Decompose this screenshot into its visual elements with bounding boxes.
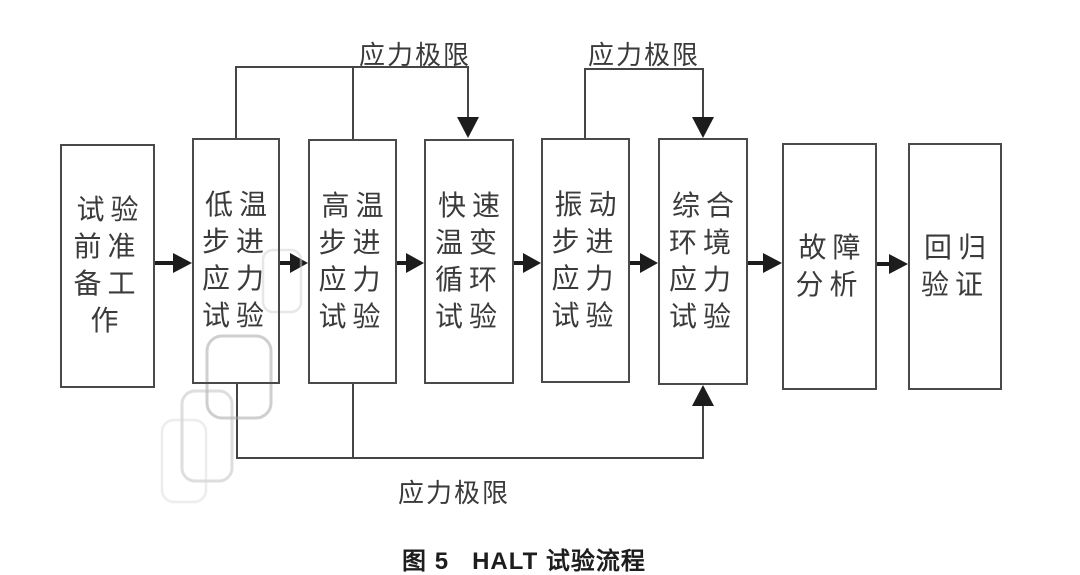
flow-node-vibration-step-stress-test: 振动 步进 应力 试验 (541, 138, 630, 383)
connector-stress-limit-top-left (235, 66, 479, 140)
connector-stress-limit-bottom (236, 383, 714, 459)
arrowhead-down-icon (457, 117, 479, 138)
arrow-prep-to-lowtemp (155, 253, 192, 273)
arrow-hightemp-to-thermalcycle (397, 253, 424, 273)
stress-limit-label-top-right: 应力极限 (588, 41, 701, 70)
stress-limit-label-top-left: 应力极限 (359, 41, 472, 70)
flow-node-label: 故障 分析 (795, 232, 867, 301)
arrow-thermalcycle-to-vibration (514, 253, 541, 273)
flow-node-pre-test-preparation: 试验 前准 备工 作 (60, 144, 155, 388)
flow-node-label: 试验 前准 备工 作 (73, 195, 145, 337)
arrow-failure-to-regression (877, 254, 908, 274)
stress-limit-label-bottom: 应力极限 (398, 479, 511, 508)
figure-caption: 图 5 HALT 试验流程 (402, 548, 646, 575)
arrow-lowtemp-to-hightemp (280, 253, 308, 273)
connector-stress-limit-top-right (584, 68, 714, 139)
flow-node-label: 回归 验证 (920, 232, 992, 301)
arrow-combined-to-failure (748, 253, 782, 273)
flow-node-label: 高温 步进 应力 试验 (318, 190, 390, 333)
flow-node-label: 低温 步进 应力 试验 (201, 190, 273, 332)
flow-node-low-temp-step-stress-test: 低温 步进 应力 试验 (192, 138, 280, 384)
flow-node-high-temp-step-stress-test: 高温 步进 应力 试验 (308, 139, 397, 384)
arrow-vibration-to-combined (630, 253, 658, 273)
arrowhead-down-icon (692, 117, 714, 138)
flow-node-rapid-thermal-cycle-test: 快速 温变 循环 试验 (424, 139, 514, 384)
flow-node-label: 振动 步进 应力 试验 (551, 189, 623, 332)
flow-node-label: 综合 环境 应力 试验 (668, 190, 740, 333)
flow-node-failure-analysis: 故障 分析 (782, 143, 877, 390)
flow-node-regression-verification: 回归 验证 (908, 143, 1002, 390)
flow-node-label: 快速 温变 循环 试验 (434, 190, 506, 333)
flow-node-combined-env-stress-test: 综合 环境 应力 试验 (658, 138, 748, 385)
arrowhead-up-icon (692, 385, 714, 406)
